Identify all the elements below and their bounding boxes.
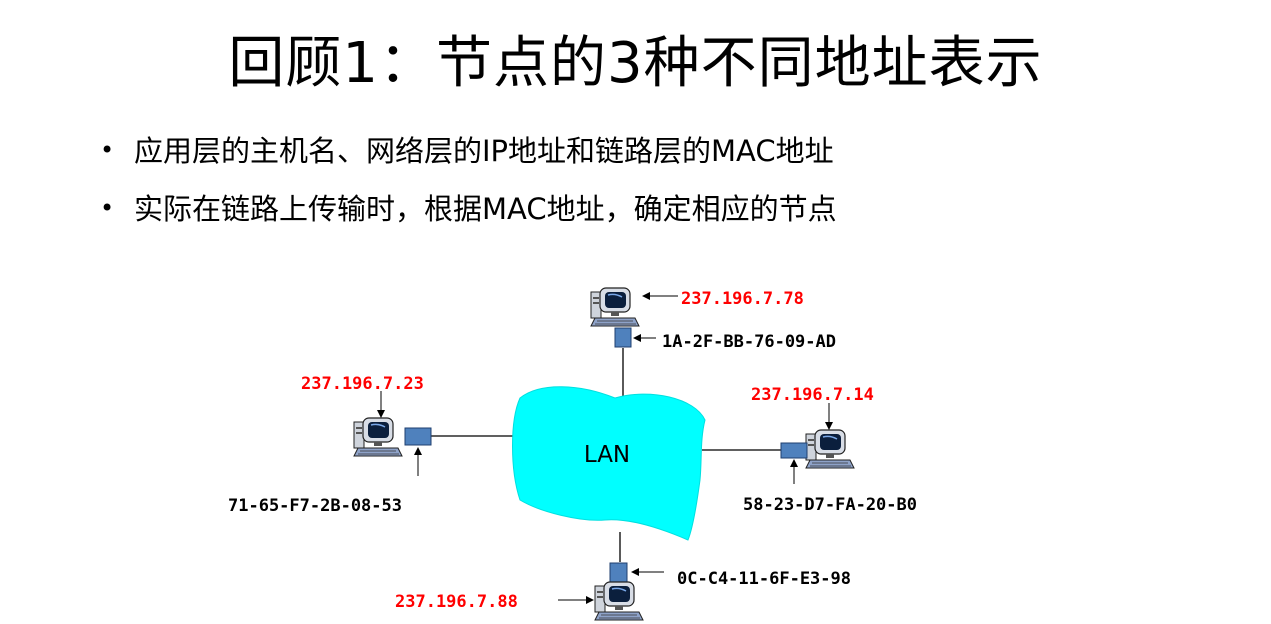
adapter-right — [780, 442, 808, 459]
ip-top: 237.196.7.78 — [681, 289, 804, 309]
mac-right: 58-23-D7-FA-20-B0 — [743, 495, 917, 515]
bullet-text: 实际在链路上传输时，根据MAC地址，确定相应的节点 — [134, 192, 837, 226]
computer-top-icon — [590, 287, 640, 327]
adapter-bottom — [609, 562, 628, 583]
computer-bottom-icon — [594, 581, 644, 621]
computer-left-icon — [353, 417, 403, 457]
ip-bottom: 237.196.7.88 — [395, 592, 518, 612]
slide-title: 回顾1：节点的3种不同地址表示 — [228, 31, 1043, 96]
ip-left: 237.196.7.23 — [301, 374, 424, 394]
lan-cloud-icon — [512, 386, 706, 541]
mac-left: 71-65-F7-2B-08-53 — [228, 496, 402, 516]
bullet-text: 应用层的主机名、网络层的IP地址和链路层的MAC地址 — [134, 134, 834, 168]
adapter-left — [404, 427, 432, 446]
bullet-dot-icon: • — [100, 136, 115, 164]
bullet-dot-icon: • — [100, 194, 115, 222]
ip-right: 237.196.7.14 — [751, 385, 874, 405]
mac-top: 1A-2F-BB-76-09-AD — [662, 332, 836, 352]
computer-right-icon — [805, 429, 855, 469]
adapter-top — [614, 327, 632, 348]
lan-label: LAN — [584, 442, 630, 468]
mac-bottom: 0C-C4-11-6F-E3-98 — [677, 569, 851, 589]
